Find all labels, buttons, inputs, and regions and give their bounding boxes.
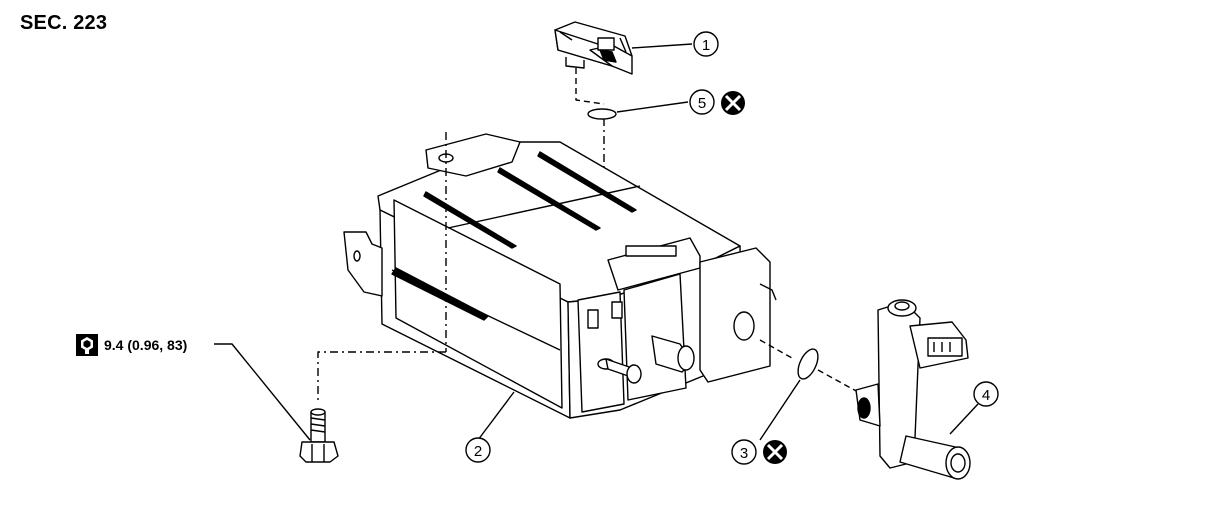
section-title: SEC. 223 — [20, 12, 108, 34]
svg-text:3: 3 — [740, 445, 748, 462]
replace-marker-5 — [721, 91, 745, 115]
callout-1: 1 — [693, 31, 719, 57]
callout-3: 3 — [731, 439, 757, 465]
o-ring-3 — [797, 348, 819, 380]
pressure-sensor-part — [554, 21, 633, 75]
torque-spec: 9.4 (0.96, 83) — [76, 334, 187, 356]
evap-canister-part — [343, 133, 777, 419]
callout-4: 4 — [973, 381, 999, 407]
replace-marker-3 — [763, 440, 787, 464]
svg-text:2: 2 — [474, 443, 482, 460]
vent-valve-part — [855, 299, 971, 480]
bolt-part — [299, 408, 339, 463]
callout-2: 2 — [465, 437, 491, 463]
torque-value: 9.4 (0.96, 83) — [104, 337, 188, 353]
svg-text:1: 1 — [702, 37, 710, 54]
o-ring-5 — [587, 108, 617, 120]
callout-5: 5 — [689, 89, 715, 115]
svg-text:5: 5 — [698, 95, 706, 112]
torque-wrench-icon — [76, 334, 98, 356]
svg-text:4: 4 — [982, 387, 990, 404]
